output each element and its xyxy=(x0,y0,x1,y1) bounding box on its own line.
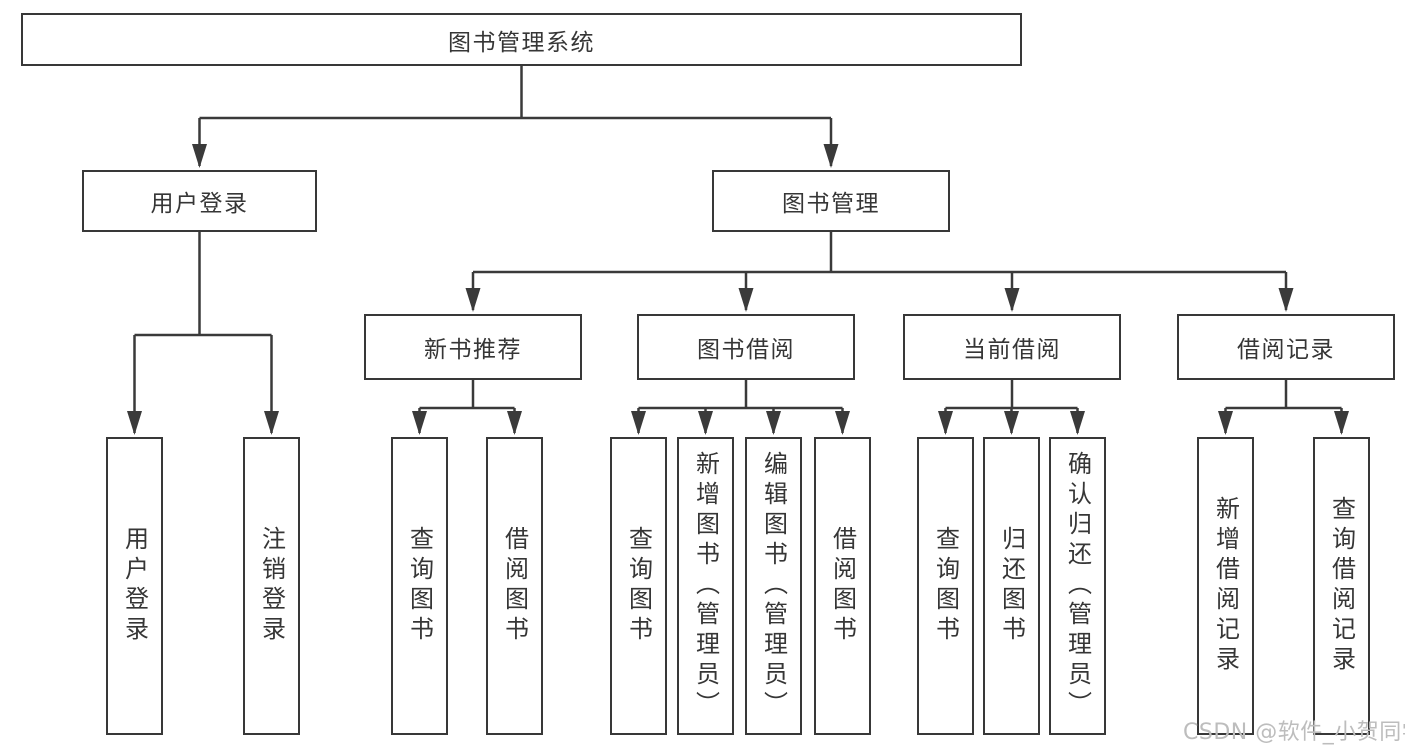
node-book-borrowing: 图书借阅 xyxy=(637,314,855,380)
leaf-borrow-books: 借阅图书 xyxy=(814,437,871,735)
leaf-borrow-books-label: 借阅图书 xyxy=(828,526,857,646)
node-borrowing-records: 借阅记录 xyxy=(1177,314,1395,380)
node-user-login: 用户登录 xyxy=(82,170,317,232)
leaf-add-book-admin-label: 新增图书（管理员） xyxy=(691,451,720,721)
node-new-book-recommend: 新书推荐 xyxy=(364,314,582,380)
node-book-management: 图书管理 xyxy=(712,170,950,232)
leaf-user-login-label: 用户登录 xyxy=(120,526,149,646)
node-book-borrowing-label: 图书借阅 xyxy=(697,337,795,363)
leaf-add-borrow-record-label: 新增借阅记录 xyxy=(1211,496,1240,676)
leaf-logout: 注销登录 xyxy=(243,437,300,735)
leaf-edit-book-admin: 编辑图书（管理员） xyxy=(745,437,802,735)
node-root-label: 图书管理系统 xyxy=(448,29,595,56)
leaf-query-books-borrow-label: 查询图书 xyxy=(624,526,653,646)
leaf-borrow-books-recommend: 借阅图书 xyxy=(486,437,543,735)
node-current-borrowing: 当前借阅 xyxy=(903,314,1121,380)
node-current-borrowing-label: 当前借阅 xyxy=(963,337,1061,363)
leaf-query-books-recommend-label: 查询图书 xyxy=(405,526,434,646)
leaf-logout-label: 注销登录 xyxy=(257,526,286,646)
node-new-book-recommend-label: 新书推荐 xyxy=(424,337,522,363)
leaf-query-books-recommend: 查询图书 xyxy=(391,437,448,735)
leaf-query-books-current-label: 查询图书 xyxy=(931,526,960,646)
leaf-add-book-admin: 新增图书（管理员） xyxy=(677,437,734,735)
leaf-confirm-return-admin: 确认归还（管理员） xyxy=(1049,437,1106,735)
leaf-query-books-current: 查询图书 xyxy=(917,437,974,735)
leaf-add-borrow-record: 新增借阅记录 xyxy=(1197,437,1254,735)
leaf-return-book-label: 归还图书 xyxy=(997,526,1026,646)
leaf-user-login: 用户登录 xyxy=(106,437,163,735)
leaf-query-books-borrow: 查询图书 xyxy=(610,437,667,735)
leaf-borrow-books-recommend-label: 借阅图书 xyxy=(500,526,529,646)
leaf-return-book: 归还图书 xyxy=(983,437,1040,735)
node-borrowing-records-label: 借阅记录 xyxy=(1237,337,1335,363)
leaf-confirm-return-admin-label: 确认归还（管理员） xyxy=(1063,451,1092,721)
node-book-management-label: 图书管理 xyxy=(782,191,880,217)
leaf-edit-book-admin-label: 编辑图书（管理员） xyxy=(759,451,788,721)
node-root: 图书管理系统 xyxy=(21,13,1022,66)
leaf-query-borrow-record: 查询借阅记录 xyxy=(1313,437,1370,735)
csdn-watermark: CSDN @软件_小贺同学 xyxy=(1183,720,1405,745)
leaf-query-borrow-record-label: 查询借阅记录 xyxy=(1327,496,1356,676)
node-user-login-label: 用户登录 xyxy=(150,191,249,217)
